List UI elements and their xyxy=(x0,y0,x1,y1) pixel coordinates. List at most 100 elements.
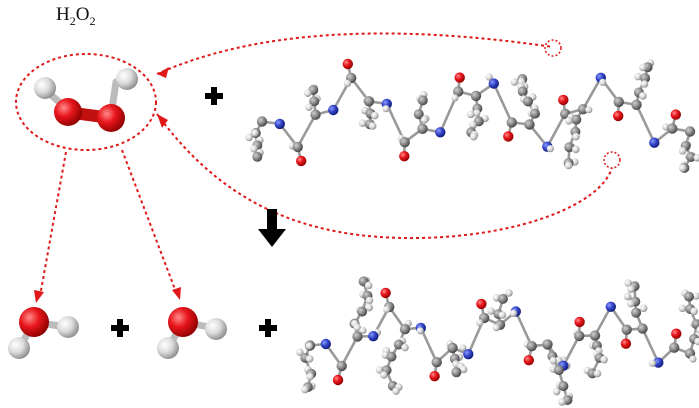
atom-o xyxy=(613,110,624,122)
atom-h xyxy=(296,348,304,357)
atom-c xyxy=(357,306,368,317)
atom-c xyxy=(669,342,680,353)
atom-h xyxy=(689,355,697,363)
atom-c xyxy=(453,86,464,97)
atom-n xyxy=(488,78,499,89)
atom-c xyxy=(399,324,411,335)
atom-h xyxy=(365,303,374,312)
atom-c xyxy=(506,117,517,128)
atom-h xyxy=(690,307,698,316)
atom-c xyxy=(256,116,268,127)
atom-c xyxy=(553,365,564,376)
atom-h xyxy=(380,371,388,379)
atom-h xyxy=(492,324,500,332)
atom-n xyxy=(463,349,474,360)
atom-c xyxy=(309,96,320,107)
atom-h xyxy=(469,121,477,129)
atom-h xyxy=(375,366,384,374)
bond xyxy=(546,113,567,148)
atom-c xyxy=(613,96,624,108)
atom-o xyxy=(503,131,514,142)
formula-sub-2b: 2 xyxy=(89,13,96,28)
atom-c xyxy=(577,104,589,115)
atom-h xyxy=(572,132,580,141)
h-atom-highlight-bottom xyxy=(603,151,621,169)
bond xyxy=(514,310,533,347)
plus-sign-bottom-right xyxy=(259,319,277,337)
atom-c xyxy=(363,96,375,107)
atom-n xyxy=(649,137,660,148)
atom-c xyxy=(686,152,696,162)
atom-h xyxy=(623,292,632,301)
h-atom-highlight-top xyxy=(544,39,562,57)
atom-c xyxy=(684,126,696,137)
atom-o xyxy=(476,298,487,310)
atom-h xyxy=(401,343,409,352)
atom-c xyxy=(417,95,428,106)
atom-o xyxy=(558,94,569,106)
atom-c xyxy=(336,360,347,372)
atom-h xyxy=(472,109,481,117)
atom-n xyxy=(274,118,285,130)
atom-h xyxy=(640,80,649,88)
water-molecule-left xyxy=(8,307,79,359)
bond xyxy=(419,327,438,363)
atom-c xyxy=(417,123,428,134)
atom-h xyxy=(364,281,373,290)
atom-h xyxy=(476,319,484,327)
atom-h xyxy=(648,359,657,367)
atom-h xyxy=(599,78,607,86)
arrowhead-top xyxy=(157,67,169,78)
peptide-molecule-bottom xyxy=(296,276,699,406)
atom-o xyxy=(454,72,465,83)
down-arrow-icon xyxy=(258,209,286,247)
atom-c xyxy=(667,123,678,134)
atom-h xyxy=(420,116,429,124)
atom-o xyxy=(671,328,682,339)
atom-n xyxy=(653,357,664,368)
atom-c xyxy=(517,86,528,97)
atom-o xyxy=(523,355,534,366)
atom-c xyxy=(589,330,601,341)
dashed-link-top xyxy=(156,32,554,75)
atom-h xyxy=(639,92,647,100)
atom-c xyxy=(631,307,642,318)
atom-h xyxy=(382,105,390,113)
dashed-link-bottom xyxy=(156,113,613,240)
atom-c xyxy=(413,109,424,120)
atom-h xyxy=(565,117,573,125)
atom-h xyxy=(552,387,561,396)
atom-h xyxy=(383,305,391,314)
atom-c xyxy=(310,109,321,120)
atom-c xyxy=(640,73,651,84)
atom-h xyxy=(546,145,555,153)
atom-c xyxy=(571,114,582,125)
atom-h xyxy=(305,103,313,111)
bond xyxy=(641,328,660,364)
atom-h xyxy=(498,311,507,319)
dashed-arrow-water-right xyxy=(121,149,177,293)
atom-o xyxy=(574,316,585,328)
atom-o xyxy=(670,109,681,120)
h2o2-label: H2O2 xyxy=(56,4,95,29)
atom-h xyxy=(371,111,379,120)
atom-h xyxy=(572,145,580,154)
atom-c xyxy=(447,342,458,354)
bond xyxy=(492,83,513,123)
atom-h xyxy=(626,299,635,308)
atom-h xyxy=(678,147,687,155)
atom-c xyxy=(497,293,508,304)
plus-sign-bottom-left xyxy=(111,319,129,337)
bond xyxy=(296,114,317,148)
formula-base-o: O xyxy=(75,4,90,25)
atom-h xyxy=(485,73,493,81)
atom-h xyxy=(639,304,648,313)
atom-h xyxy=(358,119,367,127)
atom-h xyxy=(505,289,513,297)
atom-h xyxy=(585,106,593,114)
atom-c xyxy=(386,351,397,362)
atom-c xyxy=(451,367,462,378)
atom-n xyxy=(605,301,616,312)
atom-o xyxy=(620,338,632,349)
